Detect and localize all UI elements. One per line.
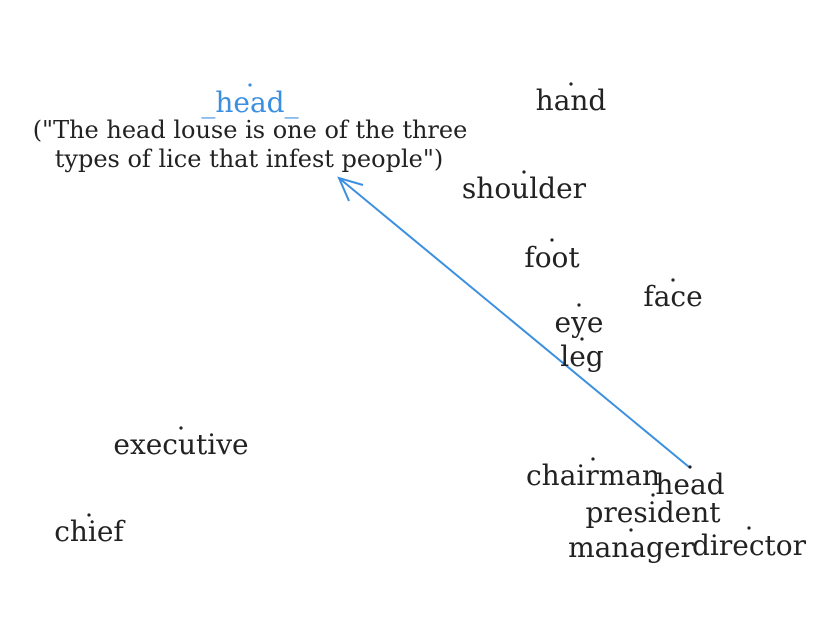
- word-label-manager: manager: [568, 531, 694, 564]
- word-label-president: president: [586, 496, 722, 529]
- word-point-manager: manager: [568, 528, 695, 564]
- word-dot: [550, 238, 554, 242]
- sense-arrow: [337, 176, 690, 468]
- word-point-executive: executive: [113, 426, 249, 461]
- word-dot: [591, 457, 595, 461]
- word-dot: [580, 337, 584, 341]
- word-dot: [569, 82, 573, 86]
- word-point-head: head: [655, 465, 725, 501]
- word-dot: [179, 426, 183, 430]
- word-dot: [651, 493, 655, 497]
- word-label-director: director: [692, 529, 807, 562]
- highlight-context-line-1: ("The head louse is one of the three: [33, 116, 468, 144]
- word-label-face: face: [643, 280, 702, 313]
- word-point-shoulder: shoulder: [462, 170, 587, 205]
- word-label-head: head: [655, 468, 724, 501]
- word-dot: [87, 513, 91, 517]
- highlight-group: _head_ ("The head louse is one of the th…: [33, 83, 468, 173]
- highlight-word: _head_: [201, 86, 298, 119]
- word-point-face: face: [643, 278, 703, 313]
- word-point-chairman: chairman: [526, 457, 660, 492]
- word-point-president: president: [586, 493, 722, 529]
- word-label-executive: executive: [113, 428, 248, 461]
- word-label-shoulder: shoulder: [462, 172, 587, 205]
- word-point-chief: chief: [54, 513, 126, 548]
- word-point-hand: hand: [536, 82, 607, 117]
- word-point-director: director: [692, 526, 807, 562]
- word-dot: [747, 526, 751, 530]
- word-label-eye: eye: [555, 306, 604, 339]
- word-point-eye: eye: [555, 303, 604, 339]
- word-label-foot: foot: [524, 241, 580, 274]
- word-dot: [671, 278, 675, 282]
- word-dot: [577, 303, 581, 307]
- highlight-context-line-2: types of lice that infest people"): [55, 145, 443, 173]
- word-label-chairman: chairman: [526, 459, 660, 492]
- word-point-foot: foot: [524, 238, 580, 274]
- word-point-leg: leg: [560, 337, 604, 373]
- sense-arrow-head: [337, 176, 364, 202]
- sense-arrow-shaft: [338, 177, 690, 468]
- word-dot: [629, 528, 633, 532]
- word-dot: [522, 170, 526, 174]
- word-label-leg: leg: [560, 340, 604, 373]
- highlight-dot: [248, 83, 252, 87]
- word-label-chief: chief: [54, 515, 126, 548]
- word-label-hand: hand: [536, 84, 607, 117]
- word-dot: [688, 465, 692, 469]
